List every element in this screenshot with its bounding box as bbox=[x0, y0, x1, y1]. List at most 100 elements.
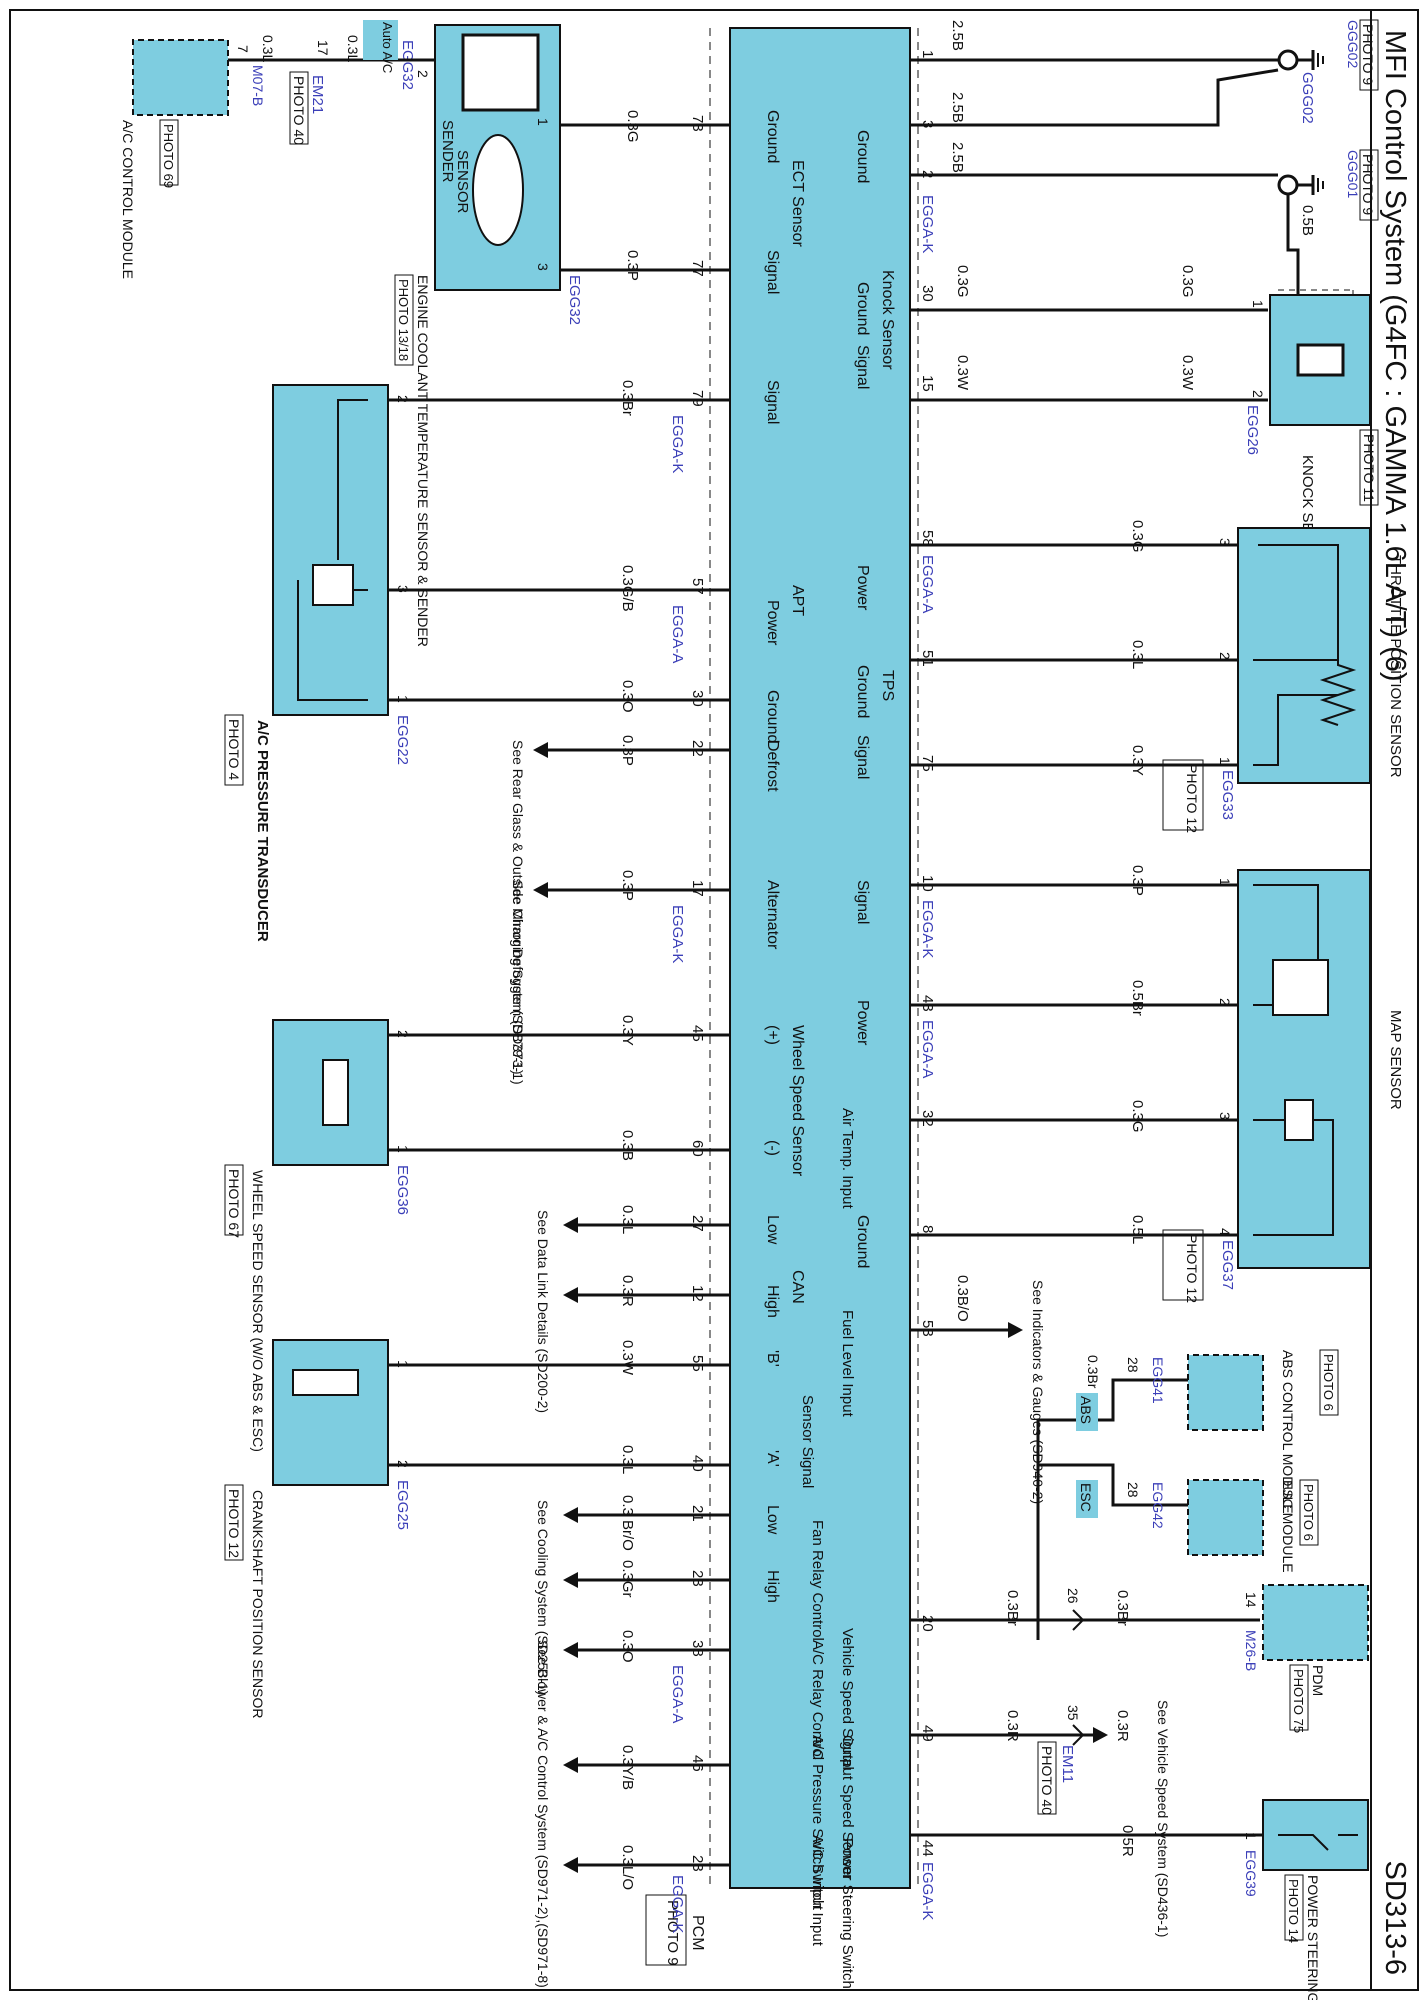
pcm-group-ac-press: A/C Pressure Switch Input bbox=[809, 1735, 826, 1911]
apt-box bbox=[272, 384, 389, 716]
pcm-pin-10: 10 bbox=[919, 875, 936, 892]
pcm-pin-8: 8 bbox=[919, 1225, 936, 1233]
pcm-name: PCM bbox=[689, 1915, 706, 1951]
pcm-pin-17: 17 bbox=[689, 880, 706, 897]
ref-defog: See Rear Glass & Outside Mirror Defogger… bbox=[510, 740, 526, 1075]
pdm-conn: M26-B bbox=[1243, 1630, 1259, 1671]
ect-photo: PHOTO 13/18 bbox=[396, 279, 411, 361]
wire-label-30b: 0.3G bbox=[1179, 265, 1196, 298]
pcm-group-map-power: Power bbox=[854, 1000, 871, 1046]
wire-label-38: 0.3O bbox=[619, 1630, 636, 1663]
pcm-conn-egga-a-3: EGGA-A bbox=[669, 605, 686, 663]
wire-label-79: 0.3Br bbox=[619, 380, 636, 416]
pcm-sub-signal-ect: Signal bbox=[764, 250, 781, 294]
tps-pin-2: 2 bbox=[1217, 652, 1233, 660]
ect-sensor-element bbox=[472, 134, 524, 246]
knock-pin-1: 1 bbox=[1250, 300, 1266, 308]
ckp-name: CRANKSHAFT POSITION SENSOR bbox=[250, 1490, 266, 1718]
pcm-pin-73: 73 bbox=[689, 115, 706, 132]
ac-relay-arrow bbox=[563, 1642, 578, 1658]
pcm-group-ground: Ground bbox=[854, 130, 871, 183]
pdm-pin-14: 14 bbox=[1243, 1592, 1259, 1608]
pcm-group-air-temp: Air Temp. Input bbox=[839, 1108, 856, 1209]
tps-name: THROTTLE POSITION SENSOR bbox=[1387, 555, 1404, 778]
abs-photo-box bbox=[1319, 1349, 1339, 1416]
pcm-pin-22: 22 bbox=[689, 740, 706, 757]
acm-conn: M07-B bbox=[250, 65, 266, 106]
pcm-conn-egga-a-4: EGGA-A bbox=[669, 1665, 686, 1723]
ref-charging: See Charging System (SD373-1) bbox=[510, 880, 526, 1085]
pcm-pin-27: 27 bbox=[689, 1215, 706, 1232]
defrost-arrow bbox=[533, 742, 548, 758]
pcm-pin-32: 32 bbox=[919, 1110, 936, 1127]
wire-label-57: 0.3G/B bbox=[619, 565, 636, 612]
can-low-arrow bbox=[563, 1217, 578, 1233]
can-high-arrow bbox=[563, 1287, 578, 1303]
pcm-sub-minus: (-) bbox=[764, 1140, 781, 1156]
wire-ect bbox=[558, 123, 730, 272]
wire-label-35: 0.3R bbox=[1114, 1710, 1131, 1742]
wire-label-60: 0.3B bbox=[619, 1130, 636, 1161]
ect-name: ENGINE COOLANT TEMPERATURE SENSOR & SEND… bbox=[415, 275, 431, 647]
em11-conn: EM11 bbox=[1059, 1745, 1076, 1783]
pcm-sub-high-fan: High bbox=[764, 1570, 781, 1603]
pcm-group-ac-switch: A/C Switch Input bbox=[809, 1835, 826, 1947]
em21-pin-17: 17 bbox=[315, 40, 331, 56]
abs-conn: EGG41 bbox=[1150, 1357, 1166, 1404]
tps-pin-1: 1 bbox=[1217, 757, 1233, 765]
ggg01-photo-box bbox=[1359, 149, 1379, 221]
wire-label-49: 0.3R bbox=[1004, 1710, 1021, 1742]
pcm-group-sensor-signal: Sensor Signal bbox=[799, 1395, 816, 1488]
pcm-photo: PHOTO 9 bbox=[664, 1900, 681, 1966]
pcm-conn-egga-a-1: EGGA-A bbox=[919, 555, 936, 613]
ggg01-id: GGG01 bbox=[1345, 150, 1361, 198]
pcm-pin-40: 40 bbox=[689, 1455, 706, 1472]
acm-pin-7: 7 bbox=[235, 45, 251, 53]
pcm-pin-79: 79 bbox=[689, 390, 706, 407]
ckp-pin-2: 2 bbox=[395, 1460, 411, 1468]
pcm-pin-15: 15 bbox=[919, 375, 936, 392]
pcm-pin-44: 44 bbox=[919, 1840, 936, 1857]
tps-resistor bbox=[1253, 544, 1357, 726]
map-conn: EGG37 bbox=[1219, 1240, 1236, 1290]
pcm-group-map-signal: Signal bbox=[854, 880, 871, 924]
pcm-conn-egga-k-5: EGGA-K bbox=[669, 905, 686, 963]
ckp-photo: PHOTO 12 bbox=[226, 1489, 242, 1558]
wire-label-46: 0.3Y/B bbox=[619, 1745, 636, 1790]
ckp-conn: EGG25 bbox=[394, 1480, 411, 1530]
ground-ggg01 bbox=[1277, 174, 1324, 196]
page-title: MFI Control System (G4FC : GAMMA 1.6L A/… bbox=[1379, 30, 1411, 682]
acm-photo-box bbox=[159, 119, 179, 186]
pcm-pin-53: 53 bbox=[919, 1320, 936, 1337]
knock-conn: EGG26 bbox=[1244, 405, 1261, 455]
pcm-conn-egga-k-3: EGGA-K bbox=[919, 1862, 936, 1920]
ps-switch-box bbox=[1262, 1799, 1369, 1871]
esc-tag-bg bbox=[1076, 1480, 1098, 1518]
apt-photo-box bbox=[224, 714, 244, 786]
apt-pin-2: 2 bbox=[395, 395, 411, 403]
map-photo-box bbox=[1162, 1229, 1204, 1301]
knock-photo: PHOTO 11 bbox=[1361, 434, 1377, 502]
pcm-pin-12: 12 bbox=[689, 1285, 706, 1302]
knock-sensor-element bbox=[1296, 343, 1345, 377]
esc-conn: EGG42 bbox=[1150, 1482, 1166, 1529]
apt-element bbox=[312, 564, 354, 606]
pcm-pin-77: 77 bbox=[689, 260, 706, 277]
apt-pin-3: 3 bbox=[395, 585, 411, 593]
abs-name: ABS CONTROL MODULE bbox=[1280, 1350, 1296, 1514]
pcm-group-ps-switch: Power Steering Switch bbox=[839, 1838, 856, 1989]
em11-connector bbox=[1072, 1609, 1085, 1746]
wss-name: WHEEL SPEED SENSOR (W/O ABS & ESC) bbox=[250, 1170, 266, 1452]
pdm-box bbox=[1262, 1584, 1369, 1661]
pcm-conn-egga-k-2: EGGA-K bbox=[919, 900, 936, 958]
pcm-pin-20: 20 bbox=[919, 1615, 936, 1632]
wire-label-44: 0.5R bbox=[1119, 1825, 1136, 1857]
abs-tag: ABS bbox=[1078, 1396, 1094, 1424]
tps-conn: EGG33 bbox=[1219, 770, 1236, 820]
ect-conn-top: EGG32 bbox=[399, 40, 416, 90]
wire-wss bbox=[388, 1033, 730, 1152]
pcm-group-wss: Wheel Speed Sensor bbox=[789, 1025, 806, 1177]
wss-conn: EGG36 bbox=[394, 1165, 411, 1215]
esc-pin-28: 28 bbox=[1125, 1482, 1141, 1498]
wire-label-30a: 0.3O bbox=[619, 680, 636, 713]
